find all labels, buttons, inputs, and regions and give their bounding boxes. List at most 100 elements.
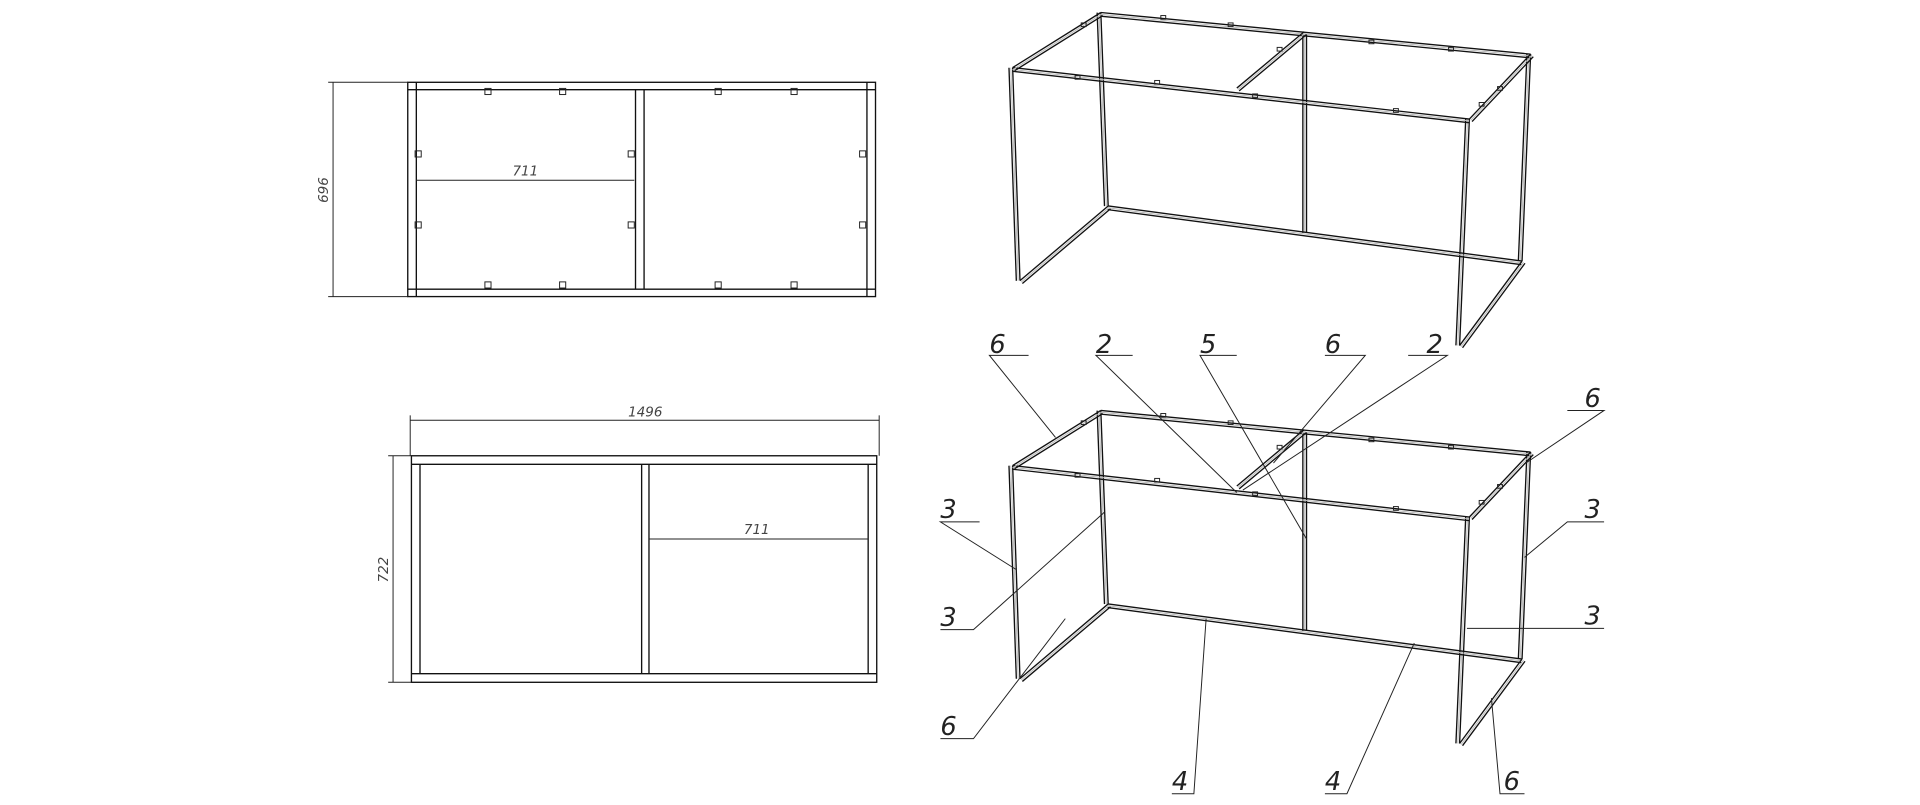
fastener-mark (1276, 46, 1283, 52)
svg-text:4: 4 (1172, 767, 1188, 797)
rail-bottom-back (1107, 603, 1523, 664)
svg-text:6: 6 (940, 712, 956, 742)
dim-711-front-label: 711 (744, 523, 770, 538)
fastener-mark (859, 221, 867, 229)
rail-top-middle (1236, 31, 1307, 92)
fastener-mark (1154, 79, 1161, 85)
fastener-mark (627, 150, 635, 158)
rail-bottom-back (1107, 205, 1523, 266)
fastener-mark (1154, 477, 1161, 483)
fastener-mark (1478, 102, 1485, 107)
svg-text:6: 6 (1504, 767, 1520, 797)
dimension-722: 722 (377, 455, 412, 683)
fastener-mark (1448, 444, 1454, 450)
fastener-mark (414, 221, 422, 229)
fastener-mark (1497, 484, 1503, 489)
dimension-1496: 1496 (409, 406, 880, 456)
fastener-mark (414, 150, 422, 158)
fastener-mark (559, 87, 567, 96)
fastener-mark (1392, 506, 1399, 511)
callouts: 6 2 5 6 2 6 3 3 6 4 4 6 3 3 (938, 330, 1606, 797)
post-middle (1302, 432, 1308, 631)
callout-3-a: 3 (938, 495, 1017, 571)
fastener-mark (790, 87, 798, 96)
rail-top-left (1012, 11, 1104, 72)
fastener-mark (1252, 491, 1259, 497)
rail-top-front (1012, 464, 1470, 522)
fastener-mark (1160, 15, 1167, 20)
post-middle (1302, 34, 1308, 233)
dimension-711-front: 711 (648, 523, 869, 540)
rail-top-back (1100, 11, 1531, 59)
rail-top-front (1012, 66, 1470, 124)
fastener-mark (1252, 93, 1259, 99)
fastener-mark (1074, 75, 1081, 80)
fastener-mark (484, 87, 492, 96)
svg-text:5: 5 (1200, 330, 1216, 360)
leg-front-right (1455, 118, 1471, 346)
callout-3-b: 3 (940, 511, 1105, 633)
dim-696-label: 696 (317, 177, 332, 203)
callout-3-c: 3 (1524, 495, 1605, 558)
svg-text:6: 6 (1584, 384, 1600, 414)
rail-bottom-right (1459, 260, 1526, 349)
isometric-view-callouts (1008, 409, 1534, 747)
rail-top-middle (1236, 429, 1307, 490)
fastener-mark (1074, 473, 1081, 478)
leg-back-left (1096, 12, 1109, 207)
fastener-mark (627, 221, 635, 229)
rail-bottom-left (1019, 205, 1111, 284)
callout-2-b: 2 (1242, 330, 1449, 491)
callout-4-a: 4 (1171, 618, 1207, 797)
fastener-mark (1227, 22, 1234, 28)
fastener-mark (790, 281, 798, 289)
dimension-711-top: 711 (416, 164, 635, 181)
callout-6-a: 6 (988, 330, 1056, 438)
leg-front-left (1008, 67, 1021, 281)
fastener-mark (484, 281, 492, 289)
fastener-mark (1227, 420, 1234, 426)
svg-text:2: 2 (1427, 330, 1443, 360)
fastener-mark (559, 281, 567, 289)
fastener-mark (1497, 86, 1503, 91)
svg-text:3: 3 (940, 495, 956, 525)
fastener-mark (1160, 413, 1167, 418)
callout-6-b: 6 (1273, 330, 1367, 464)
fastener-mark (1276, 444, 1283, 450)
dim-1496-label: 1496 (628, 406, 662, 421)
top-view: 696 711 (317, 81, 877, 298)
fastener-mark (714, 281, 722, 289)
callout-3-d: 3 (1466, 602, 1605, 632)
svg-text:3: 3 (940, 603, 956, 633)
rail-top-back (1100, 409, 1531, 457)
fastener-mark (1448, 46, 1454, 52)
dimension-696: 696 (317, 81, 408, 298)
dim-711-top-label: 711 (512, 164, 538, 179)
rail-bottom-right (1459, 658, 1526, 747)
front-view: 1496 722 711 (377, 406, 880, 683)
svg-text:3: 3 (1584, 495, 1600, 525)
rail-top-right (1468, 53, 1534, 123)
callout-5: 5 (1199, 330, 1307, 540)
svg-text:4: 4 (1325, 767, 1341, 797)
fastener-mark (1368, 39, 1375, 45)
callout-6-c: 6 (1525, 384, 1606, 464)
fastener-mark (714, 87, 722, 96)
svg-text:6: 6 (1325, 330, 1341, 360)
rail-top-left (1012, 409, 1104, 470)
fastener-mark (1478, 499, 1485, 505)
callout-4-b: 4 (1325, 642, 1415, 797)
callout-2-a: 2 (1094, 330, 1238, 493)
leg-back-right (1517, 53, 1532, 262)
svg-text:2: 2 (1096, 330, 1112, 360)
callout-6-e: 6 (1490, 698, 1525, 797)
fastener-mark (859, 150, 867, 158)
rail-bottom-left (1019, 603, 1111, 682)
rail-top-right (1468, 451, 1534, 520)
fastener-marks (414, 87, 867, 289)
leg-front-right (1455, 516, 1471, 744)
fastener-mark (1080, 22, 1087, 28)
fastener-mark (1080, 420, 1087, 426)
fastener-mark (1368, 437, 1375, 443)
